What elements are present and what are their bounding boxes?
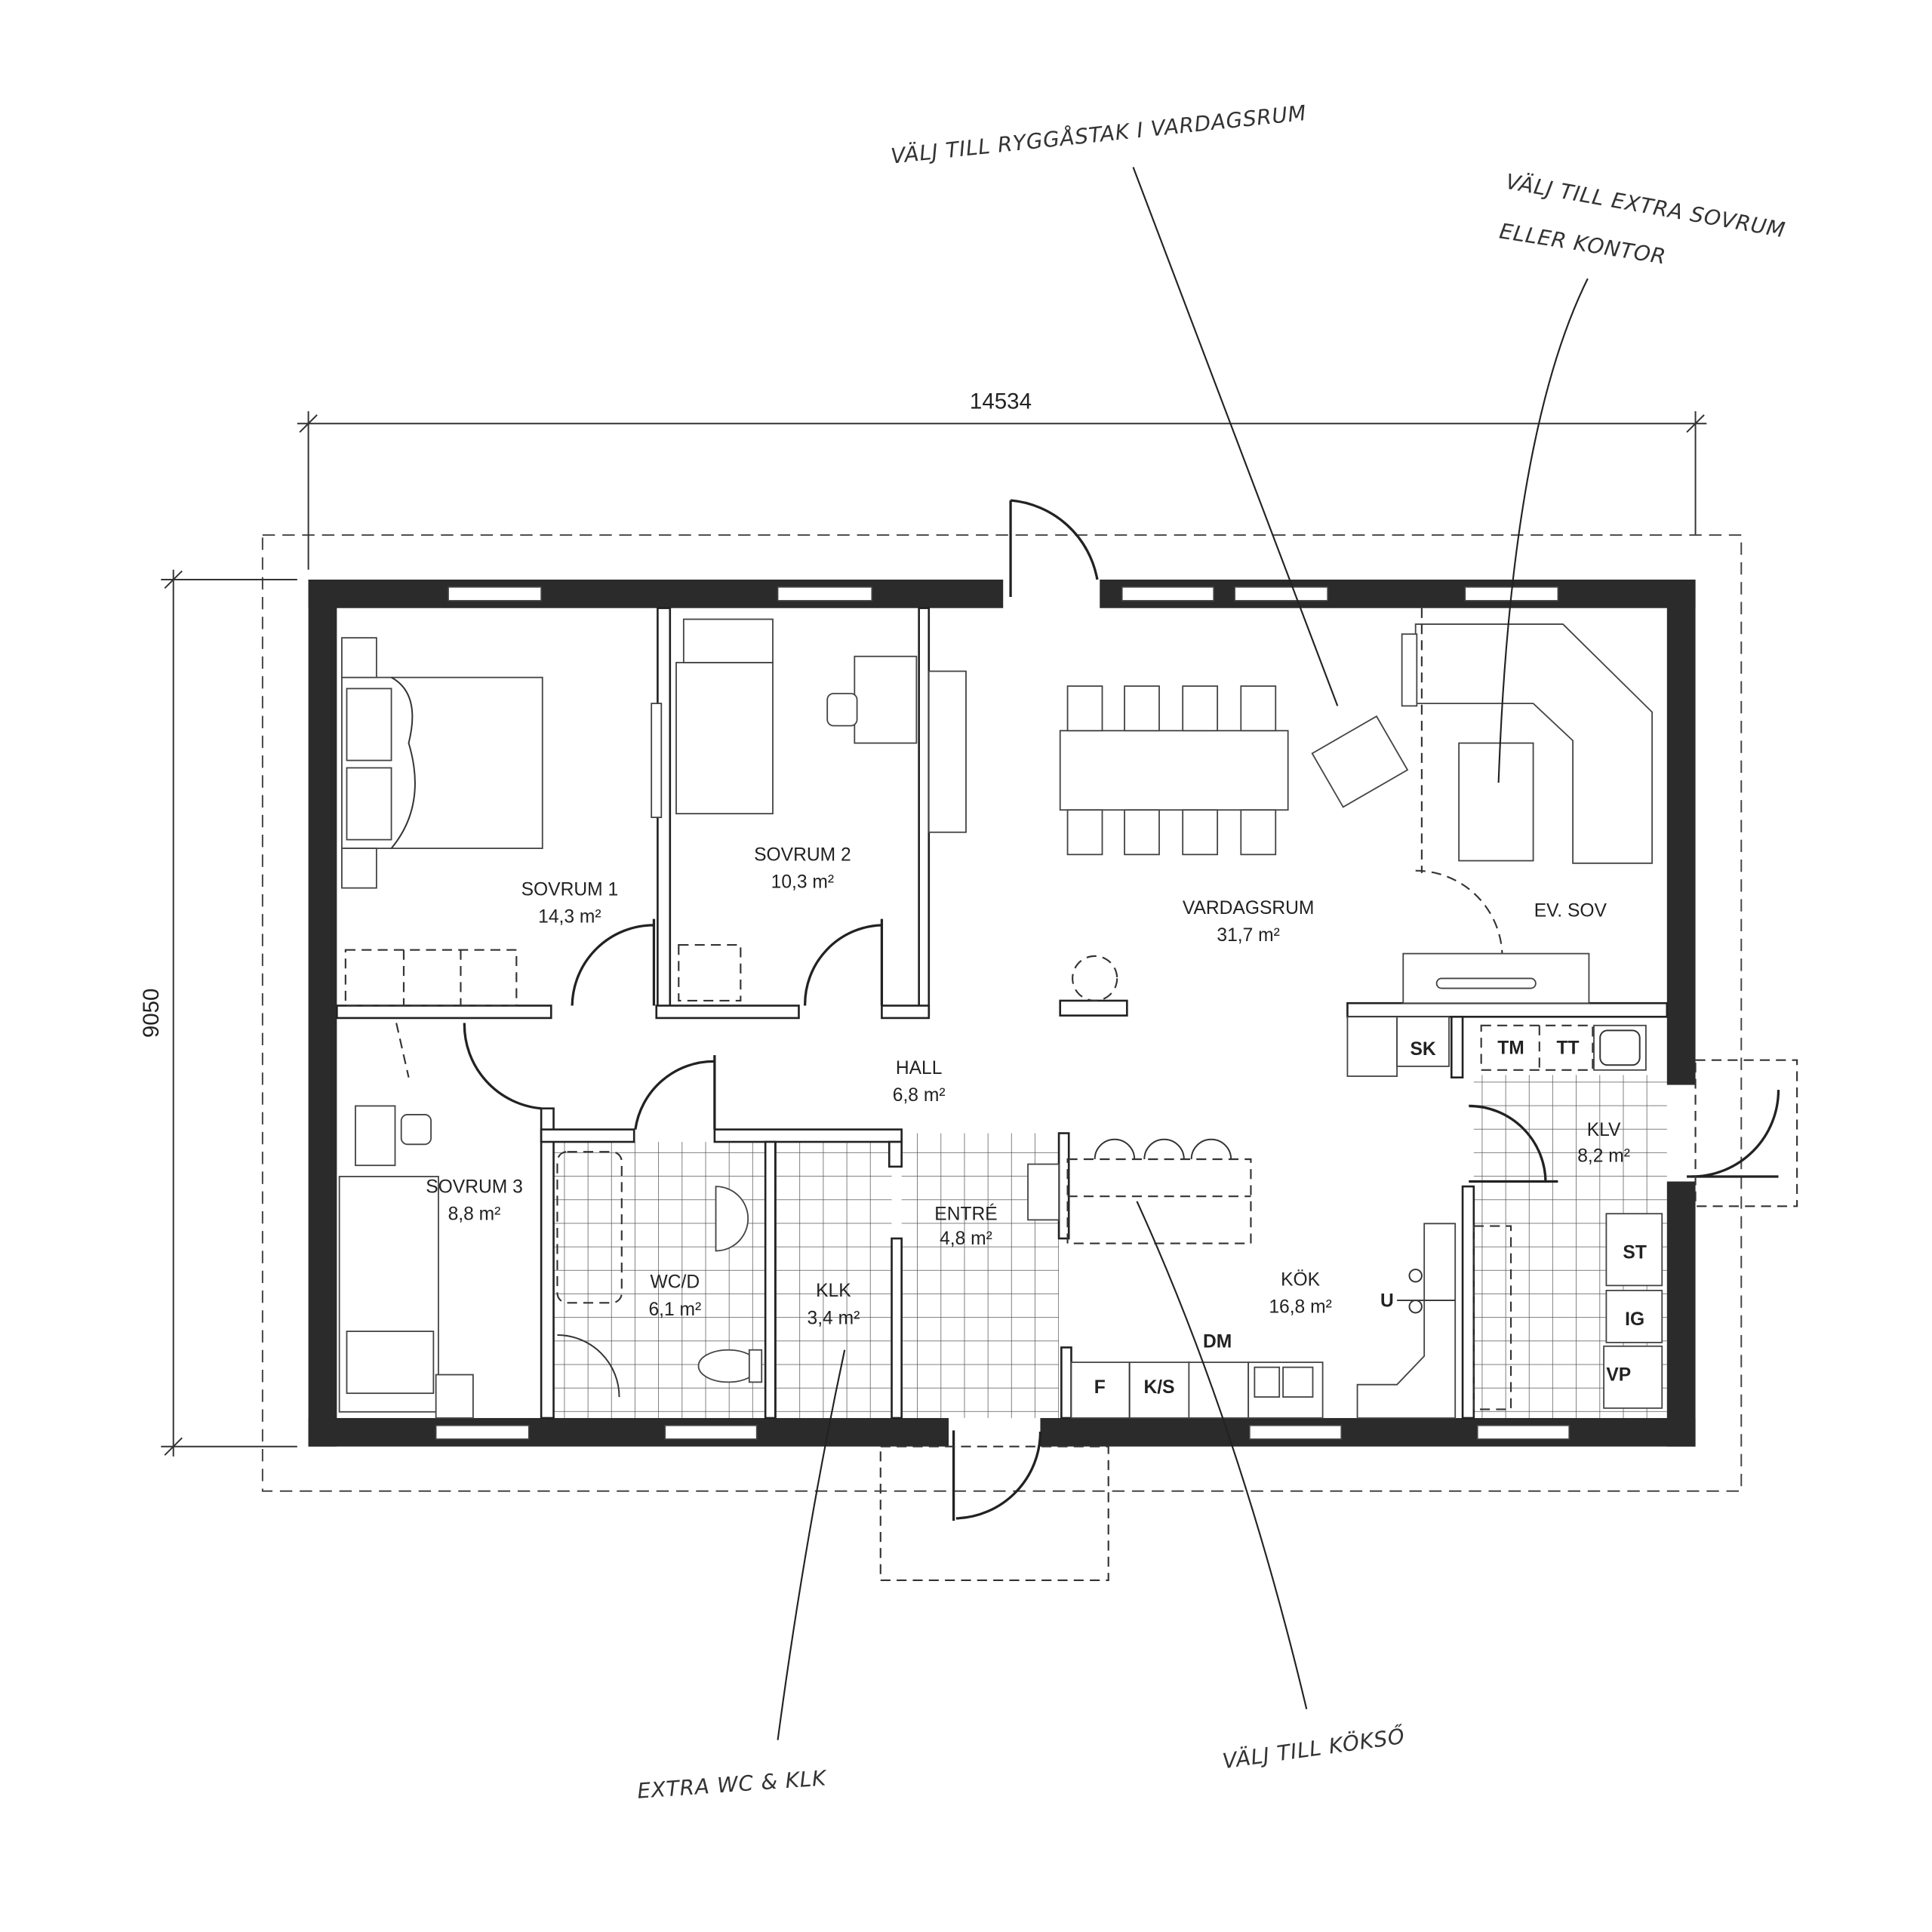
- annotation-extra-wc: EXTRA WC & KLK: [636, 1765, 829, 1804]
- annotation-ridge-ceiling: VÄLJ TILL RYGGÅSTAK I VARDAGSRUM: [890, 100, 1308, 169]
- sovrum-2-furniture: [675, 618, 967, 1002]
- exterior-walls: [308, 580, 1696, 1447]
- bathroom-fixtures: [556, 1151, 763, 1398]
- annotation-kitchen-island: VÄLJ TILL KÖKSŐ: [1221, 1723, 1407, 1774]
- dining-set: [1059, 685, 1409, 1002]
- dishwasher-label: DM: [1203, 1331, 1232, 1352]
- room-name: SOVRUM 1: [521, 879, 619, 900]
- sovrum-1-furniture: [341, 637, 663, 1007]
- interior-doors: [463, 869, 1558, 1183]
- laundry-fixtures: [1472, 1024, 1663, 1411]
- room-name: KLK: [816, 1281, 851, 1301]
- dimension-depth: 9050: [139, 569, 297, 1457]
- kitchen-island: [1027, 1138, 1252, 1244]
- annotation-or-office: ELLER KONTOR: [1498, 218, 1668, 269]
- back-door: [1009, 499, 1099, 597]
- room-name: SOVRUM 3: [426, 1177, 523, 1197]
- room-area: 8,2 m²: [1577, 1146, 1630, 1166]
- room-area: 8,8 m²: [448, 1204, 501, 1224]
- washer-label: TM: [1497, 1038, 1524, 1059]
- room-area: 6,8 m²: [893, 1085, 946, 1106]
- room-area: 16,8 m²: [1269, 1297, 1331, 1317]
- heat-pump-label: VP: [1606, 1365, 1631, 1386]
- entrance-door: [879, 1430, 1109, 1582]
- ig-label: IG: [1625, 1309, 1644, 1330]
- depth-dimension-label: 9050: [139, 989, 164, 1038]
- room-labels: SOVRUM 1 14,3 m² SOVRUM 2 10,3 m² VARDAG…: [426, 845, 1630, 1329]
- room-area: 14,3 m²: [538, 907, 601, 928]
- room-area: 10,3 m²: [771, 872, 834, 893]
- oven-label: U: [1380, 1291, 1394, 1311]
- interior-walls: [336, 607, 1669, 1420]
- fridge-freezer-label: K/S: [1143, 1377, 1174, 1398]
- room-name: VARDAGSRUM: [1183, 898, 1315, 918]
- room-name: HALL: [896, 1058, 943, 1078]
- freezer-label: F: [1094, 1377, 1106, 1398]
- room-name: EV. SOV: [1534, 900, 1607, 921]
- dimension-width: 14534: [297, 389, 1707, 570]
- width-dimension-label: 14534: [970, 389, 1032, 414]
- annotations: VÄLJ TILL RYGGÅSTAK I VARDAGSRUM VÄLJ TI…: [636, 100, 1787, 1804]
- side-door: [1687, 1059, 1798, 1208]
- room-area: 6,1 m²: [648, 1300, 701, 1320]
- room-area: 3,4 m²: [808, 1308, 860, 1328]
- room-name: WC/D: [651, 1272, 700, 1293]
- sovrum-3-furniture: [338, 1023, 474, 1419]
- eaves-outline: [261, 534, 1743, 1492]
- room-name: KLV: [1587, 1120, 1621, 1140]
- sofa-group: [1401, 608, 1654, 1004]
- cabinet-label: ST: [1623, 1242, 1646, 1263]
- room-area: 4,8 m²: [940, 1229, 992, 1249]
- kitchen-counters: [1070, 1016, 1457, 1419]
- room-name: ENTRÉ: [934, 1204, 997, 1224]
- sink-cabinet-label: SK: [1410, 1039, 1435, 1060]
- room-name: SOVRUM 2: [754, 845, 851, 866]
- room-name: KÖK: [1281, 1269, 1321, 1290]
- room-area: 31,7 m²: [1217, 925, 1279, 946]
- fixture-labels: SK TM TT ST IG VP U DM F K/S: [1094, 1038, 1647, 1398]
- dryer-label: TT: [1556, 1038, 1579, 1059]
